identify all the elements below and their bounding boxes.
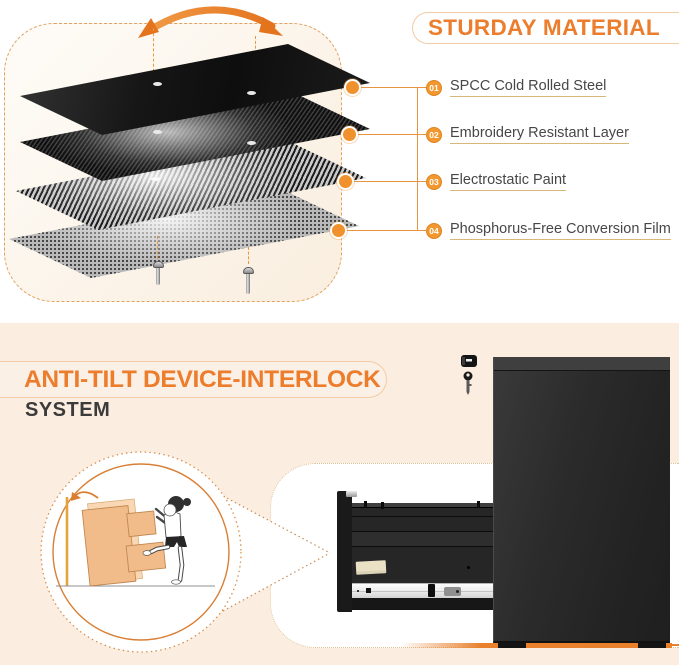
drawer-seam bbox=[352, 531, 493, 532]
callout-row: 02 Embroidery Resistant Layer bbox=[426, 125, 629, 144]
drawer-slide-cap bbox=[346, 491, 357, 497]
alignment-guide bbox=[157, 236, 158, 259]
hanging-file-clip bbox=[477, 501, 480, 508]
callout-label: Phosphorus-Free Conversion Film bbox=[450, 221, 671, 240]
callout-label: Electrostatic Paint bbox=[450, 172, 567, 191]
rotation-arrow-icon bbox=[138, 6, 283, 38]
drawer-label-sticker bbox=[355, 560, 387, 575]
callout-connector bbox=[345, 181, 426, 182]
drawer-bottom-edge bbox=[352, 598, 493, 610]
callout-connector bbox=[349, 134, 426, 135]
drawer-band bbox=[352, 532, 493, 546]
lock-and-key-icon bbox=[461, 355, 477, 395]
layer-marker-dot bbox=[344, 79, 361, 96]
material-title: STURDAY MATERIAL bbox=[428, 15, 660, 40]
callout-connector-trunk bbox=[417, 87, 418, 231]
hanging-file-clip bbox=[364, 501, 367, 508]
material-title-pill: STURDAY MATERIAL bbox=[412, 12, 679, 44]
cabinet-foot bbox=[638, 643, 666, 648]
callout-row: 03 Electrostatic Paint bbox=[426, 172, 567, 191]
callout-row: 04 Phosphorus-Free Conversion Film bbox=[426, 221, 671, 240]
antitilt-title: ANTI-TILT DEVICE-INTERLOCK bbox=[24, 365, 381, 393]
antitilt-title-pill: ANTI-TILT DEVICE-INTERLOCK bbox=[0, 361, 387, 398]
callout-label: Embroidery Resistant Layer bbox=[450, 125, 629, 144]
callout-number-badge: 02 bbox=[426, 126, 442, 143]
callout-connector bbox=[352, 87, 426, 88]
antitilt-subtitle: SYSTEM bbox=[25, 399, 111, 421]
drawer-seam bbox=[352, 516, 493, 517]
callout-number-badge: 01 bbox=[426, 79, 442, 96]
drawer-slide-rail bbox=[352, 583, 493, 598]
floor-line bbox=[400, 643, 672, 648]
drawer-seam bbox=[352, 546, 493, 547]
cabinet-foot bbox=[498, 643, 526, 648]
alignment-guide bbox=[153, 28, 154, 82]
alignment-guide bbox=[248, 247, 249, 264]
callout-connector bbox=[338, 230, 426, 231]
layer-marker-dot bbox=[337, 173, 354, 190]
child-climbing-illustration bbox=[40, 451, 331, 653]
callout-number-badge: 03 bbox=[426, 173, 442, 190]
hanging-file-clip bbox=[381, 502, 384, 509]
layer-marker-dot bbox=[330, 222, 347, 239]
screw-icon bbox=[152, 261, 164, 285]
callout-number-badge: 04 bbox=[426, 222, 442, 239]
screw-icon bbox=[242, 267, 254, 294]
child-figure bbox=[142, 496, 191, 585]
layer-marker-dot bbox=[341, 126, 358, 143]
floor-line-dash bbox=[670, 644, 679, 646]
drawer-top-rail bbox=[352, 503, 493, 508]
callout-row: 01 SPCC Cold Rolled Steel bbox=[426, 78, 607, 97]
callout-label: SPCC Cold Rolled Steel bbox=[450, 78, 607, 97]
drawer-hole bbox=[467, 566, 470, 569]
drawer-front-panel bbox=[337, 491, 352, 612]
file-cabinet-photo bbox=[493, 357, 670, 643]
